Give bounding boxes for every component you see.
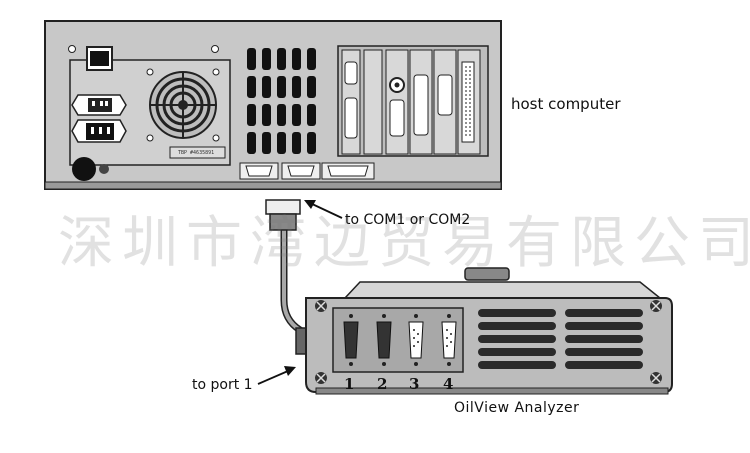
screw-icon [650,300,662,312]
analyzer-label: OilView Analyzer [454,400,580,416]
port-1-label: to port 1 [192,377,253,393]
screw-icon [211,45,219,53]
fan-icon [146,68,220,142]
expansion-slots [337,45,489,157]
analyzer-port-3 [408,314,424,366]
power-socket [71,119,127,143]
screw-icon [68,45,76,53]
host-computer-label: host computer [511,95,621,113]
serial-tag [169,146,226,159]
parallel-port [321,162,375,180]
com-port [239,162,279,180]
vent-slots [247,48,316,154]
port-number-1: 1 [344,375,355,393]
screw-icon [315,300,327,312]
host-computer [44,20,502,190]
arrow-icon [304,200,343,219]
com-port-label: to COM1 or COM2 [345,212,471,228]
port-number-4: 4 [443,375,454,393]
serial-tag-text: TBP #4635891 [178,150,215,156]
knob-icon [72,157,96,181]
com-port [281,162,321,180]
screw-icon [315,372,327,384]
screw-icon [650,372,662,384]
analyzer-vents [478,309,643,369]
power-socket [71,94,127,116]
arrow-icon [257,366,296,385]
analyzer-port-1 [343,314,359,366]
port-number-2: 2 [377,375,388,393]
oilview-analyzer [305,267,673,395]
port-number-3: 3 [409,375,420,393]
analyzer-port-4 [441,314,457,366]
watermark: 深圳市湾边贸易有限公司 [58,211,750,276]
analyzer-port-2 [376,314,392,366]
